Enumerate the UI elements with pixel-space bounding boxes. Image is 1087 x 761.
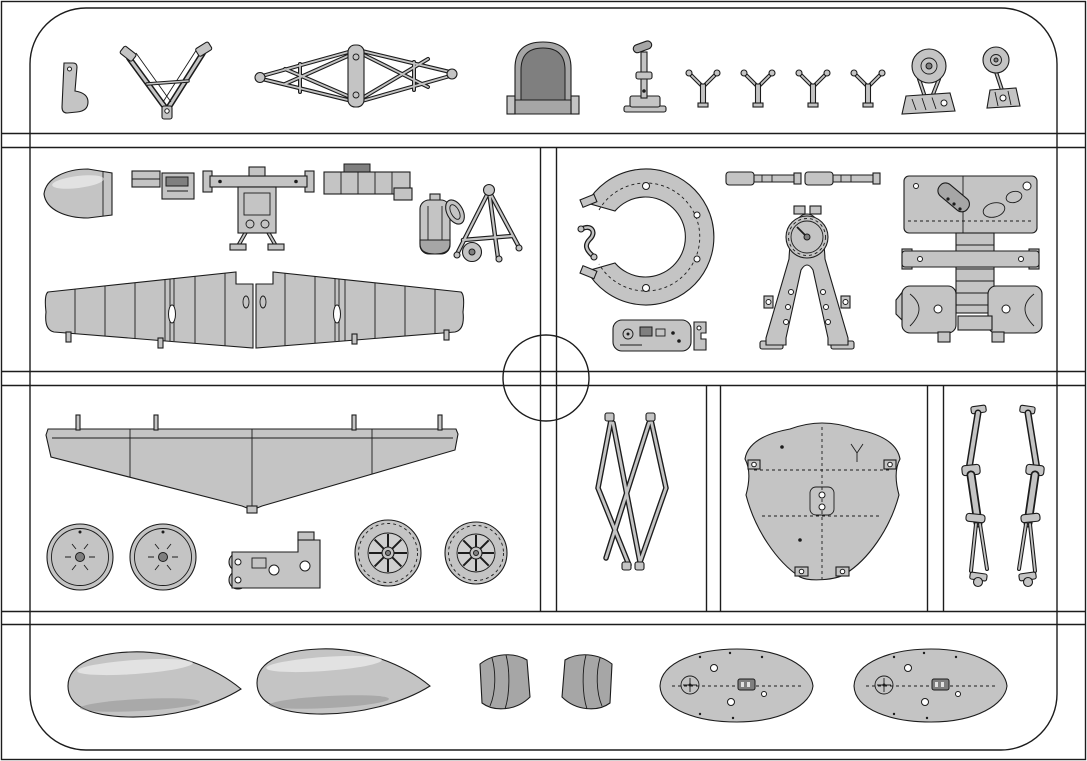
part-tailwheel-small (982, 46, 1021, 109)
part-disc-wheel-2 (129, 523, 197, 591)
part-detail-panel-2 (853, 648, 1008, 723)
part-t-fitting-2 (740, 69, 776, 108)
band-lower (45, 404, 1045, 591)
part-axle-rod-2 (804, 171, 881, 186)
part-oil-tank (419, 193, 451, 255)
part-equipment-tray (612, 319, 707, 352)
part-cowl-panel-2 (561, 654, 613, 710)
band-middle-left (43, 163, 523, 349)
part-belly-pan (744, 422, 901, 581)
sprue-frame (29, 7, 1058, 751)
part-cowling-ring (579, 168, 715, 306)
part-disc-wheel-1 (46, 523, 114, 591)
part-axle-rod-1 (725, 171, 802, 186)
part-t-fitting-1 (685, 69, 721, 108)
part-small-bracket (577, 224, 598, 261)
band-bottom (67, 648, 1008, 723)
band-top-fittings (61, 40, 1021, 120)
part-gear-leg-right (1017, 404, 1045, 588)
part-main-wing (45, 414, 459, 514)
part-strut-set (595, 412, 669, 571)
part-control-stick (623, 40, 667, 113)
part-fairing-2 (256, 648, 431, 715)
part-fuselage-truss (254, 44, 458, 108)
part-tripod-frame (445, 183, 523, 263)
part-t-fitting-4 (850, 69, 886, 108)
part-t-fitting-3 (795, 69, 831, 108)
part-stabilizer-left (44, 271, 254, 349)
part-nose-spinner (43, 168, 113, 219)
part-fairing-1 (67, 651, 242, 718)
part-small-boxes (131, 170, 195, 200)
part-bucket-seat (506, 41, 580, 115)
part-spoked-wheel-1 (354, 519, 422, 587)
band-middle-right (577, 168, 1043, 352)
part-mount-bracket (228, 531, 321, 590)
part-engine-mount (202, 166, 315, 251)
registration-circle (502, 334, 590, 422)
part-hook-fitting (61, 62, 89, 114)
part-gear-leg-left (961, 404, 989, 588)
part-instrument-arch (759, 205, 855, 350)
part-v-strut-frame (119, 41, 213, 120)
part-stabilizer-right (255, 271, 465, 349)
part-spoked-wheel-2 (444, 521, 508, 585)
part-engine-assembly (895, 175, 1043, 343)
part-detail-panel-1 (659, 648, 814, 723)
part-cowl-panel-1 (479, 654, 531, 710)
part-intake-manifold (323, 163, 413, 201)
part-tailwheel-large (901, 48, 956, 115)
